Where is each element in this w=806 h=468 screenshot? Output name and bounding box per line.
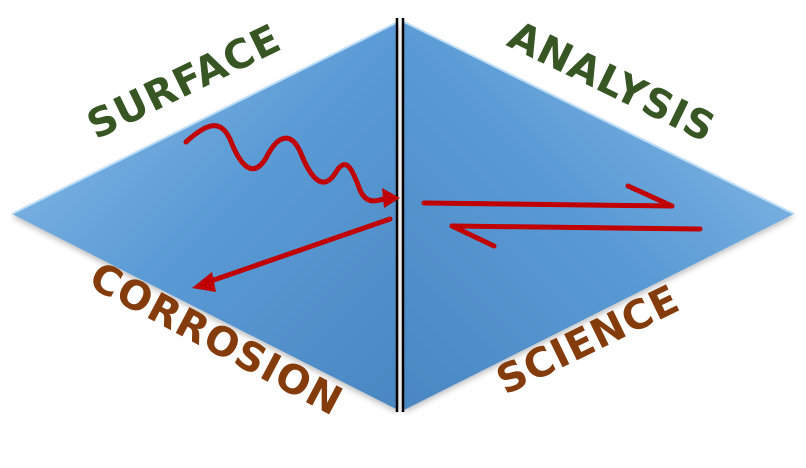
- right-diamond-panel: [404, 22, 794, 410]
- right-panel-top-edge: [403, 21, 795, 215]
- incident-radiation-wavy-arrow-icon: [183, 123, 400, 208]
- emitted-particle-arrow-icon: [192, 216, 393, 292]
- left-panel-top-edge: [11, 21, 399, 215]
- equilibrium-half-arrows-icon: [421, 183, 703, 249]
- left-diamond-panel: [12, 22, 398, 410]
